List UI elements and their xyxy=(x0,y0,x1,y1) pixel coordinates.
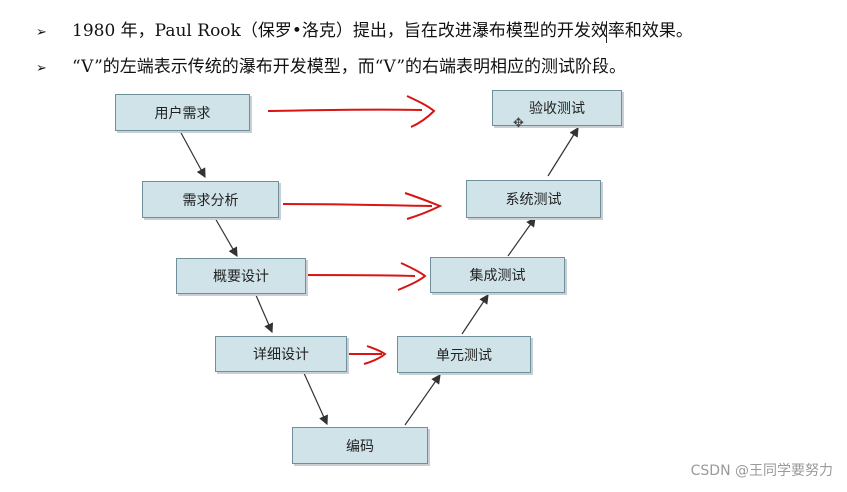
red-arrow xyxy=(406,95,436,128)
box-requirements-analysis: 需求分析 xyxy=(142,181,279,218)
box-high-level-design: 概要设计 xyxy=(176,258,306,294)
flow-arrow xyxy=(404,374,441,426)
red-arrow xyxy=(282,203,433,207)
box-coding: 编码 xyxy=(292,427,428,464)
flow-arrow xyxy=(214,217,238,258)
flow-arrow xyxy=(507,217,536,257)
bullet-1: ➢ 1980 年，Paul Rook（保罗•洛克）提出，旨在改进瀑布模型的开发效率… xyxy=(36,20,693,44)
watermark: CSDN @王同学要努力 xyxy=(690,463,833,479)
box-acceptance-test: 验收测试 xyxy=(492,90,622,126)
flow-arrow xyxy=(302,370,328,426)
box-detailed-design: 详细设计 xyxy=(215,336,347,372)
box-integration-test: 集成测试 xyxy=(430,257,565,293)
bullet-text: “V”的左端表示传统的瀑布开发模型，而“V”的右端表明相应的测试阶段。 xyxy=(72,57,627,77)
box-system-test: 系统测试 xyxy=(466,180,601,218)
box-user-requirements: 用户需求 xyxy=(115,94,250,131)
red-arrow xyxy=(295,274,416,277)
flow-arrow xyxy=(461,294,489,335)
red-arrow xyxy=(397,262,427,291)
red-arrow xyxy=(404,192,443,220)
bullet-2: ➢ “V”的左端表示传统的瀑布开发模型，而“V”的右端表明相应的测试阶段。 xyxy=(36,56,626,80)
red-arrow xyxy=(267,108,423,112)
red-arrow xyxy=(363,345,387,365)
flow-arrow xyxy=(547,126,579,177)
bullet-text: 1980 年，Paul Rook（保罗•洛克）提出，旨在改进瀑布模型的开发效率和… xyxy=(72,21,693,41)
bullet-marker-icon: ➢ xyxy=(36,61,47,76)
flow-arrow xyxy=(179,130,206,179)
text-cursor xyxy=(606,21,607,43)
box-unit-test: 单元测试 xyxy=(397,336,531,373)
bullet-marker-icon: ➢ xyxy=(36,25,47,40)
flow-arrow xyxy=(254,292,274,334)
move-cursor-icon: ✥ xyxy=(513,116,524,131)
